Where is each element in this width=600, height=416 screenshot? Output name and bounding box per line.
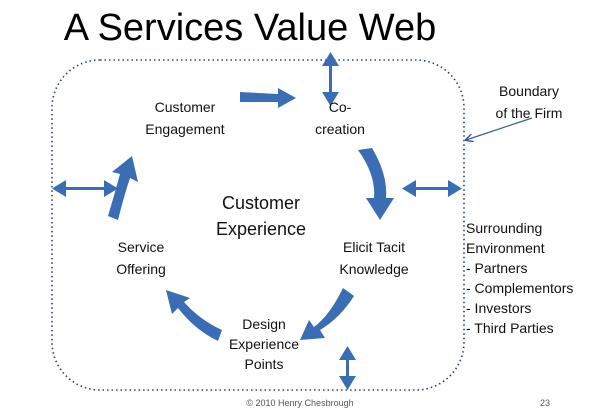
environment-heading-line: Surrounding — [466, 220, 543, 236]
arrow-cocreation-to-elicit — [358, 148, 394, 220]
node-label-line: Points — [244, 356, 284, 372]
arrow-engagement-to-cocreation — [240, 88, 296, 108]
center-label-line: Customer — [221, 193, 301, 213]
environment-item: - Complementors — [466, 280, 574, 296]
environment-item: - Third Parties — [466, 320, 554, 336]
firm-boundary — [51, 59, 465, 391]
environment-item: - Partners — [466, 260, 528, 276]
footer-copyright: © 2010 Henry Chesbrough — [246, 398, 354, 408]
boundary-note-line: of the Firm — [495, 105, 563, 121]
node-label-line: Knowledge — [339, 261, 409, 277]
double-arrow-left — [52, 180, 118, 197]
double-arrow-right — [402, 180, 462, 197]
environment-item: - Investors — [466, 300, 532, 316]
node-elicit-tacit-knowledge: Elicit Tacit Knowledge — [318, 236, 430, 280]
node-label-line: creation — [315, 121, 365, 137]
node-label-line: Design — [242, 316, 286, 332]
environment-heading-line: Environment — [466, 240, 545, 256]
double-arrow-bottom — [339, 346, 356, 390]
boundary-pointer-arrow — [466, 117, 533, 140]
boundary-note-line: Boundary — [499, 83, 559, 99]
surrounding-environment: Surrounding Environment - Partners - Com… — [466, 218, 598, 338]
page-number: 23 — [540, 398, 551, 408]
node-label-line: Engagement — [145, 121, 225, 137]
node-cocreation: Co- creation — [300, 96, 380, 140]
node-label-line: Service — [117, 239, 165, 255]
node-label-line: Customer — [154, 99, 216, 115]
boundary-note: Boundary of the Firm — [474, 80, 584, 124]
node-label-line: Offering — [116, 261, 166, 277]
arrow-design-to-service — [166, 290, 222, 341]
node-label-line: Experience — [228, 336, 300, 352]
node-design-experience-points: Design Experience Points — [214, 314, 314, 374]
arrow-elicit-to-design — [300, 288, 354, 340]
node-label-line: Elicit Tacit — [343, 239, 405, 255]
double-arrow-top — [322, 52, 339, 106]
center-label-line: Experience — [215, 219, 307, 239]
node-service-offering: Service Offering — [96, 236, 186, 280]
node-label-line: Co- — [328, 99, 352, 115]
arrow-service-to-engagement — [108, 156, 138, 220]
center-customer-experience: Customer Experience — [196, 190, 326, 242]
node-customer-engagement: Customer Engagement — [130, 96, 240, 140]
slide-title: A Services Value Web — [63, 7, 437, 49]
